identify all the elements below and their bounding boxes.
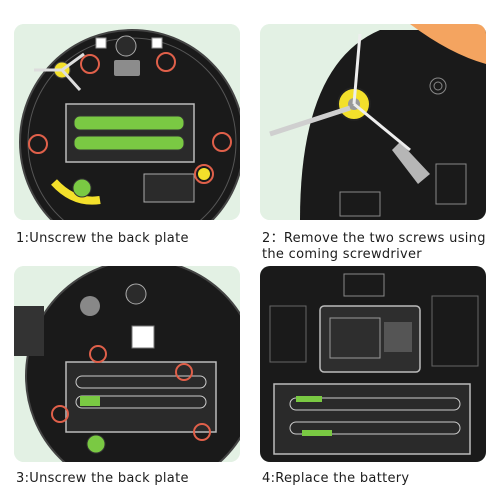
step-3-caption: 3:Unscrew the back plate	[16, 470, 189, 487]
robot-underside-illustration	[14, 24, 240, 220]
step-1-caption: 1:Unscrew the back plate	[16, 230, 189, 247]
step-2-image	[260, 24, 486, 220]
back-plate-illustration	[14, 266, 240, 462]
step-2-caption-line-1: 2：Remove the two screws using	[262, 230, 486, 247]
screwdriver-closeup-illustration	[260, 24, 486, 220]
battery-bay-illustration	[260, 266, 486, 462]
step-1-image	[14, 24, 240, 220]
step-3-image	[14, 266, 240, 462]
step-2-caption-line-2: the coming screwdriver	[262, 246, 422, 263]
step-4-image	[260, 266, 486, 462]
step-4-caption: 4:Replace the battery	[262, 470, 409, 487]
